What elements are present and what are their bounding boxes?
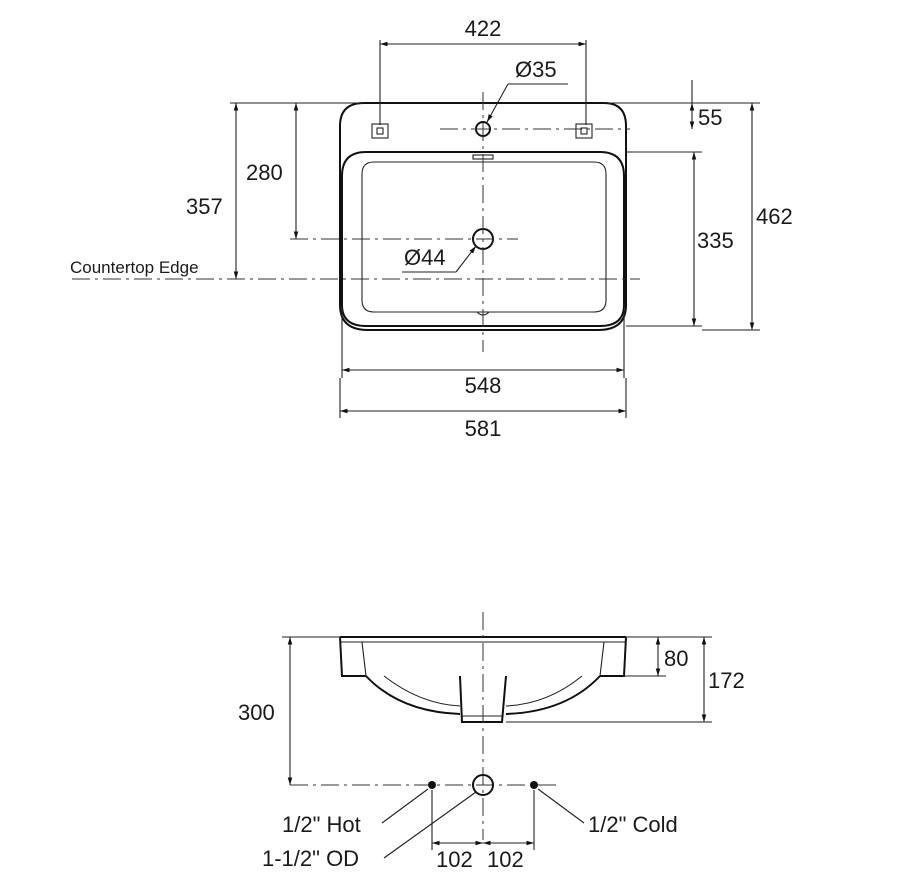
side-view: 80 172 300 1/2" Hot 1/2" Cold 1-1/2" OD <box>238 612 745 872</box>
countertop-edge-label: Countertop Edge <box>70 258 199 277</box>
waste-leader <box>383 791 477 859</box>
dim-172: 172 <box>506 637 745 723</box>
hot-leader <box>381 788 429 824</box>
dim-text-supply-height: 300 <box>238 700 275 725</box>
cold-leader <box>537 788 585 824</box>
hot-label: 1/2" Hot <box>282 812 361 837</box>
dim-357: 357 <box>186 102 290 279</box>
rim-left <box>339 636 366 677</box>
waste-outlet <box>472 774 494 796</box>
dim-80: 80 <box>624 636 712 677</box>
dim-text-rim-height: 80 <box>664 646 688 671</box>
dim-text-overall-depth: 462 <box>756 204 793 229</box>
drain-spigot <box>459 675 507 723</box>
dim-581: 581 <box>339 378 627 441</box>
right-fixing-hole <box>575 123 593 139</box>
cold-label: 1/2" Cold <box>588 812 678 837</box>
dim-text-bowl-width: 548 <box>465 373 502 398</box>
dim-text-overall-width: 581 <box>465 416 502 441</box>
dim-335: 335 <box>626 151 734 327</box>
waste-label: 1-1/2" OD <box>262 846 359 871</box>
dim-280: 280 <box>246 102 364 239</box>
dim-422: 422 <box>379 16 587 125</box>
cold-supply-point <box>530 781 538 789</box>
dim-text-hot-spacing: 102 <box>436 847 473 872</box>
dim-text-countertop-distance: 357 <box>186 194 223 219</box>
bowl-inner-outline <box>361 161 607 313</box>
dim-text-tap-diameter: Ø35 <box>515 57 557 82</box>
dim-text-drain-diameter: Ø44 <box>404 245 446 270</box>
dim-102-102: 102 102 <box>431 790 535 872</box>
basin-outer-outline <box>339 102 627 331</box>
dim-tap-hole-diameter: Ø35 <box>486 57 568 123</box>
bowl-rim-outline <box>341 151 625 327</box>
bowl-underside <box>365 675 461 715</box>
dim-text-basin-height: 172 <box>708 668 745 693</box>
dim-text-cold-spacing: 102 <box>487 847 524 872</box>
hot-supply-point <box>428 781 436 789</box>
dim-548: 548 <box>341 310 625 398</box>
left-fixing-hole <box>371 123 389 139</box>
dim-text-tap-offset: 55 <box>698 105 722 130</box>
dim-drain-diameter: Ø44 <box>402 245 477 273</box>
dim-300: 300 <box>238 636 340 785</box>
dim-462: 462 <box>702 103 793 331</box>
dim-text-bowl-depth: 335 <box>697 228 734 253</box>
dim-55: 55 <box>608 80 760 130</box>
top-view: 422 Ø35 55 280 357 Countertop Edge <box>70 16 793 441</box>
dim-text-fixing-span: 422 <box>465 16 502 41</box>
dim-text-center-distance: 280 <box>246 160 283 185</box>
